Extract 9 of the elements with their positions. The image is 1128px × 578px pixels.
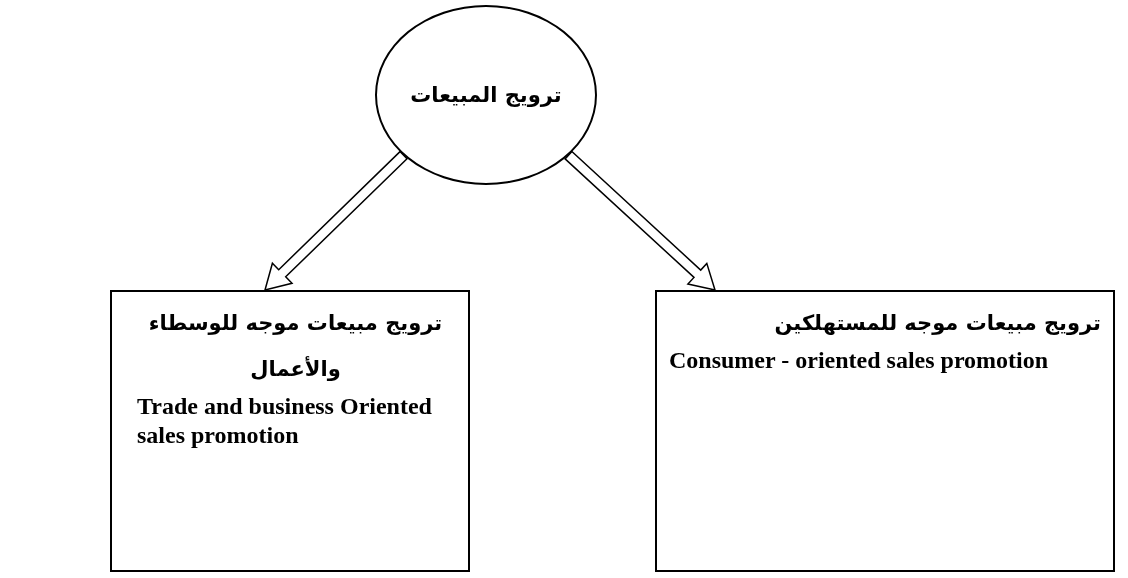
node-text: Consumer - oriented sales promotion	[669, 346, 1050, 375]
text-box	[110, 290, 470, 572]
text-box	[655, 290, 1115, 572]
arrow	[263, 150, 409, 292]
node-heading: ترويج مبيعات موجه للمستهلكين	[773, 310, 1101, 337]
node-heading: ترويج المبيعات	[410, 82, 562, 109]
arrow	[564, 150, 717, 291]
node-heading: ترويج مبيعات موجه للوسطاء والأعمال	[147, 310, 444, 383]
node-text: Trade and business Oriented sales promotion	[137, 392, 433, 450]
